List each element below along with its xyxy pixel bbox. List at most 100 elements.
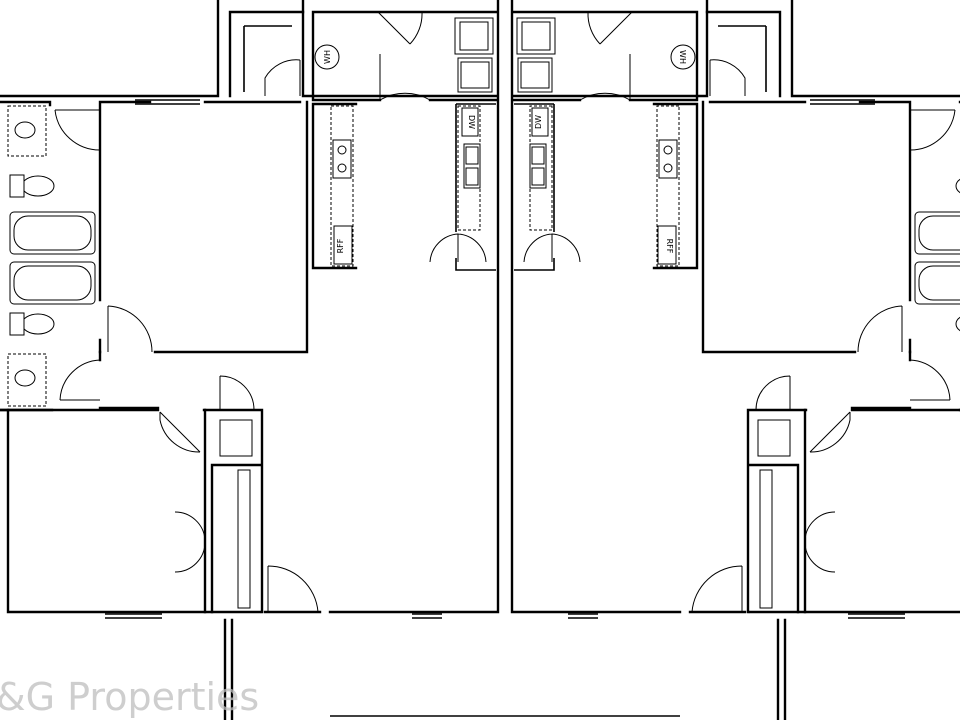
door-swing xyxy=(174,510,206,573)
toilet-tank xyxy=(9,174,25,198)
bedroom-wall xyxy=(98,100,309,354)
door-swing xyxy=(691,565,743,613)
refrigerator xyxy=(657,225,677,265)
unit-left: WH RFF DW xyxy=(0,0,500,720)
kitchen-peninsula xyxy=(514,103,555,271)
closet-rod xyxy=(237,469,251,609)
toilet-tank xyxy=(9,312,25,336)
range xyxy=(332,139,352,179)
door-swing xyxy=(809,411,851,453)
closet-wall xyxy=(746,408,808,614)
bedroom-wall xyxy=(803,406,960,614)
fridge-label: RFF xyxy=(665,239,674,254)
bathtub xyxy=(914,261,960,305)
water-heater xyxy=(314,44,340,70)
exterior-wall xyxy=(510,0,960,614)
washer xyxy=(454,17,494,55)
door-swing xyxy=(159,411,201,453)
peninsula-counter xyxy=(529,105,553,231)
entry-wall xyxy=(223,618,234,720)
washer-inner xyxy=(521,21,551,51)
dishwasher-label: DW xyxy=(534,115,543,129)
door-swing xyxy=(579,54,631,101)
alcove-wall xyxy=(705,10,782,98)
bath-wall xyxy=(908,100,960,412)
dishwasher xyxy=(461,107,479,137)
washer xyxy=(516,17,556,55)
water-heater-label: WH xyxy=(323,50,332,64)
sink-bowl xyxy=(531,146,545,165)
tub-basin xyxy=(918,215,960,251)
bedroom-wall xyxy=(6,406,207,614)
counter xyxy=(656,105,680,267)
kitchen-sink xyxy=(463,143,481,189)
kitchen-peninsula xyxy=(455,103,496,271)
laundry-wall xyxy=(511,10,699,102)
dryer xyxy=(457,57,493,93)
door-swing xyxy=(709,59,746,96)
bathtub xyxy=(914,211,960,255)
unit-right xyxy=(510,0,960,720)
water-heater xyxy=(670,44,696,70)
door-swing xyxy=(267,565,319,613)
entry-wall xyxy=(776,618,787,720)
door-swing xyxy=(377,11,423,45)
tub-basin xyxy=(13,215,92,251)
water-heater-label: WH xyxy=(678,50,687,64)
bathtub xyxy=(9,211,96,255)
closet-rod xyxy=(759,469,773,609)
door-swing xyxy=(909,109,956,151)
toilet xyxy=(21,313,55,335)
door-swing xyxy=(857,305,903,353)
door-swing xyxy=(264,59,301,96)
door-swing xyxy=(54,109,101,151)
bath-sink xyxy=(14,121,36,139)
door-swing xyxy=(804,510,836,573)
kitchen-wall xyxy=(311,102,358,270)
exterior-wall xyxy=(0,0,500,614)
dryer-inner xyxy=(520,61,550,89)
sink-bowl xyxy=(531,167,545,186)
range xyxy=(658,139,678,179)
burner xyxy=(337,145,347,155)
vanity xyxy=(7,105,47,157)
peninsula-counter xyxy=(457,105,481,231)
kitchen-wall xyxy=(652,102,699,270)
watermark-text: &G Properties xyxy=(0,675,259,719)
kitchen-sink xyxy=(529,143,547,189)
closet-shelf xyxy=(757,419,791,457)
door-swing xyxy=(59,359,101,401)
closet-shelf xyxy=(219,419,253,457)
toilet xyxy=(955,178,960,194)
burner xyxy=(337,163,347,173)
door-swing xyxy=(379,54,431,101)
dishwasher xyxy=(531,107,549,137)
door-swing xyxy=(587,11,633,45)
counter xyxy=(330,105,354,267)
toilet xyxy=(21,175,55,197)
dryer xyxy=(517,57,553,93)
bedroom-wall xyxy=(701,100,912,354)
laundry-wall xyxy=(311,10,499,102)
washer-inner xyxy=(459,21,489,51)
bath-sink xyxy=(14,369,36,387)
door-swing xyxy=(107,305,153,353)
door-swing xyxy=(755,375,791,411)
door-swing xyxy=(523,233,581,263)
tub-basin xyxy=(13,265,92,301)
door-swing xyxy=(909,359,951,401)
window xyxy=(568,99,905,619)
alcove-inner-wall xyxy=(243,25,292,92)
door-swing xyxy=(429,233,487,263)
alcove-inner-wall xyxy=(718,25,767,92)
fridge-label: RFF xyxy=(336,238,345,253)
toilet xyxy=(955,316,960,332)
refrigerator xyxy=(333,225,353,265)
tub-basin xyxy=(918,265,960,301)
window xyxy=(105,99,442,619)
sink-bowl xyxy=(465,146,479,165)
alcove-wall xyxy=(228,10,305,98)
door-swing xyxy=(219,375,255,411)
sink-bowl xyxy=(465,167,479,186)
